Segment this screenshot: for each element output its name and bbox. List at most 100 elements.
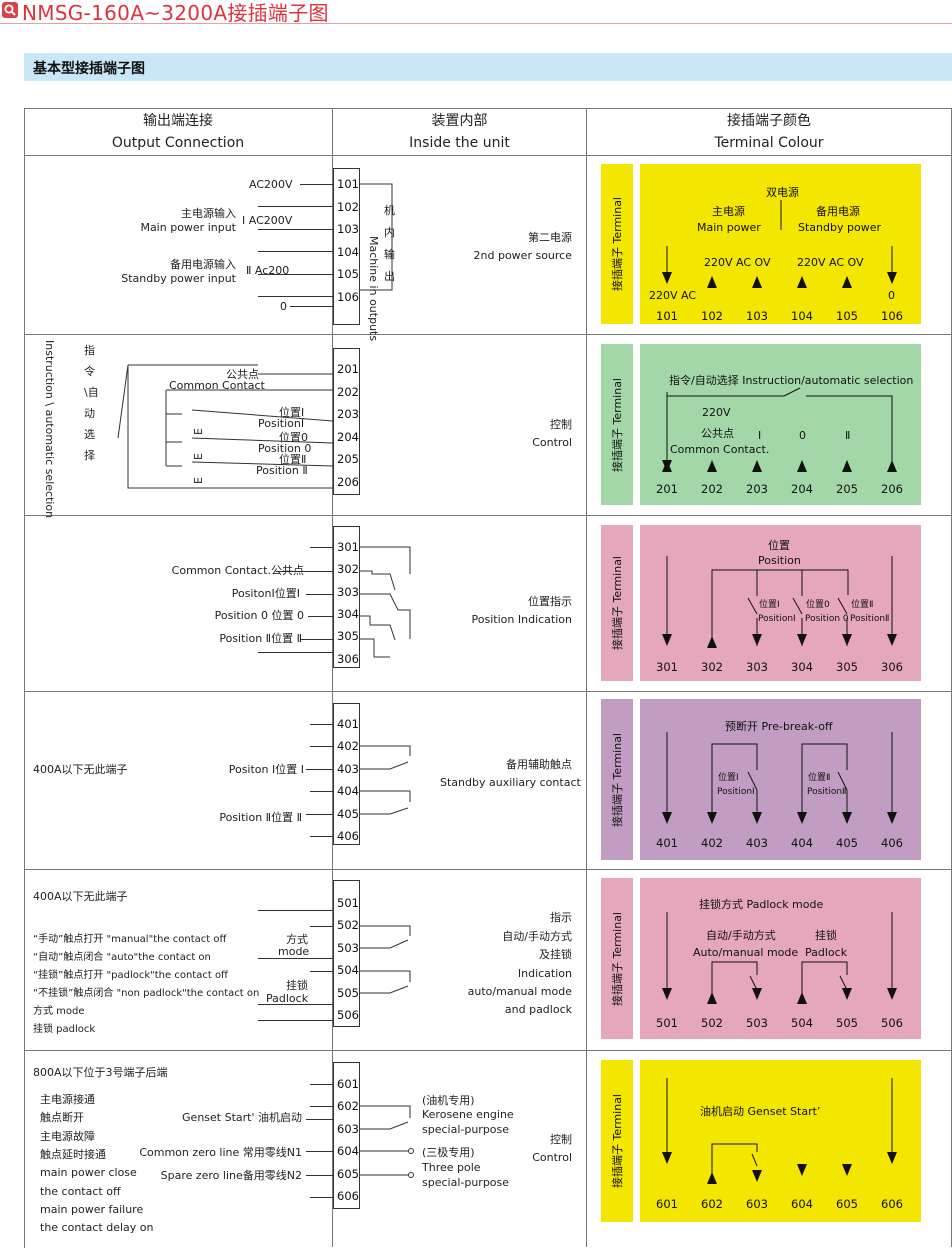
common-contact: Common Contact.公共点: [171, 564, 304, 577]
panel-pin: 402: [701, 836, 723, 850]
panel-label: Position: [758, 554, 801, 567]
pin-line: [310, 746, 333, 747]
row5-line: 方式 mode: [33, 1006, 85, 1017]
panel-pin: 602: [701, 1197, 723, 1211]
panel-label: 位置: [768, 539, 790, 552]
position1-cn: 位置Ⅰ: [279, 406, 305, 419]
panel-label: 预断开 Pre-break-off: [725, 720, 833, 733]
panel-pin: 201: [656, 482, 678, 496]
common-contact-en: Common Contact: [169, 379, 265, 392]
pin-label: 506: [337, 1008, 359, 1022]
pin-label: 305: [337, 629, 359, 643]
terminal-panel-3: [640, 525, 921, 681]
mode-en: mode: [278, 945, 310, 958]
panel-pin: 101: [656, 309, 678, 323]
panel-pin: 606: [881, 1197, 903, 1211]
row6-desc-en: Control: [532, 1151, 572, 1164]
pin-label: 302: [337, 562, 359, 576]
panel-label: PositionⅠ: [758, 614, 796, 624]
pin-label: 406: [337, 829, 359, 843]
pin-line: [258, 652, 333, 653]
terminal-tag: 接插端子 Terminal: [601, 878, 633, 1039]
row1-desc-en: 2nd power source: [473, 249, 572, 262]
pin-line: [258, 251, 333, 252]
pin-label: 505: [337, 986, 359, 1000]
genset-start: Genset Start' 油机启动: [182, 1111, 302, 1124]
panel-label: Common Contact.: [670, 443, 770, 456]
main-input-value: Ⅰ AC200V: [242, 214, 293, 227]
row3-desc-en: Position Indication: [471, 613, 572, 626]
panel-label: 挂锁: [815, 929, 837, 942]
pin-line: [308, 616, 333, 617]
panel-label: 油机启动 Genset Start’: [700, 1105, 821, 1118]
pin-line: [310, 926, 333, 927]
pin-line: [310, 1084, 333, 1085]
pin-label: 605: [337, 1167, 359, 1181]
panel-label: 双电源: [766, 186, 799, 199]
row3-desc-cn: 位置指示: [528, 595, 572, 608]
terminal-tag: 接插端子 Terminal: [601, 1060, 633, 1222]
pin-label: 604: [337, 1144, 359, 1158]
three-pole-label: Three pole: [422, 1161, 481, 1174]
pin-line: [306, 814, 333, 815]
search-icon: [2, 2, 18, 18]
pin-label: 106: [337, 290, 359, 304]
row-divider: [24, 869, 952, 870]
pin-line: [306, 594, 333, 595]
pin-label: 501: [337, 896, 359, 910]
panel-label: Ⅱ: [845, 429, 851, 442]
panel-label: 220V: [702, 406, 731, 419]
pin-line: [258, 229, 333, 230]
terminal-panel-5: [640, 878, 921, 1039]
panel-pin: 505: [836, 1016, 858, 1030]
panel-label: 指令/自动选择 Instruction/automatic selection: [669, 374, 914, 387]
row6-line: the contact delay on: [40, 1221, 154, 1234]
spare-zero-line: Spare zero line备用零线N2: [160, 1169, 302, 1182]
pin-label: 405: [337, 807, 359, 821]
header-divider: [0, 23, 952, 24]
pin-label: 502: [337, 918, 359, 932]
panel-label: Padlock: [805, 946, 848, 959]
three-pole-label: special-purpose: [422, 1176, 510, 1189]
panel-label: 220V AC OV: [704, 256, 771, 269]
row6-line: the contact off: [40, 1185, 121, 1198]
section-title: 基本型接插端子图: [33, 61, 145, 77]
pin-line: [276, 571, 333, 572]
panel-pin: 104: [791, 309, 813, 323]
row4-desc-cn: 备用辅助触点: [506, 758, 572, 771]
row5-desc: 自动/手动方式: [502, 930, 572, 943]
section-bar: [24, 53, 952, 81]
terminal-panel-6: [640, 1060, 921, 1222]
kerosene-label: (油机专用): [422, 1094, 475, 1107]
terminal-panel-4: [640, 699, 921, 860]
panel-pin: 203: [746, 482, 768, 496]
pin-line: [258, 206, 333, 207]
terminal-table: [24, 108, 952, 1248]
panel-label: PositionⅠ: [717, 787, 755, 797]
panel-pin: 301: [656, 660, 678, 674]
header-bar: [0, 0, 952, 24]
panel-label: 位置0: [806, 600, 830, 610]
panel-pin: 202: [701, 482, 723, 496]
pin-label: 203: [337, 407, 359, 421]
row-divider: [24, 691, 952, 692]
panel-pin: 302: [701, 660, 723, 674]
position2: Position Ⅱ位置 Ⅱ: [219, 632, 302, 645]
row5-note: 400A以下无此端子: [33, 890, 128, 903]
padlock-en: Padlock: [266, 992, 309, 1005]
pin-line: [310, 1106, 333, 1107]
pin-line: [306, 1119, 333, 1120]
panel-pin: 306: [881, 660, 903, 674]
row-divider: [24, 515, 952, 516]
terminal-block-6: [333, 1062, 360, 1209]
terminal-block-5: [333, 880, 360, 1027]
pin-label: 301: [337, 540, 359, 554]
row5-desc: and padlock: [504, 1003, 572, 1016]
panel-pin: 102: [701, 309, 723, 323]
